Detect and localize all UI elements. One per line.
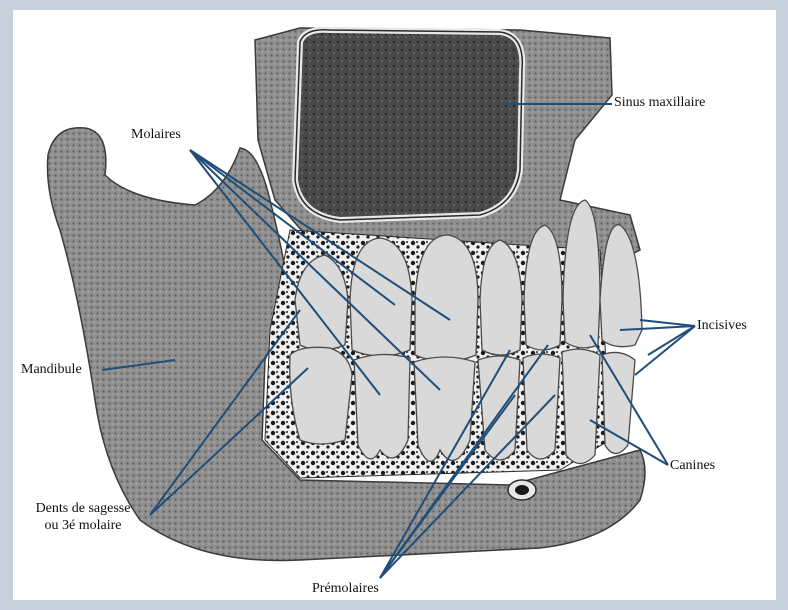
label-molaires: Molaires (131, 126, 181, 143)
label-incisives: Incisives (697, 317, 747, 334)
upper-molar-1 (415, 235, 478, 362)
label-sagesse-line1: Dents de sagesse (23, 500, 143, 517)
label-sagesse-line2: ou 3é molaire (23, 517, 143, 534)
lower-premolar-1 (523, 354, 560, 459)
label-dents-de-sagesse: Dents de sagesse ou 3é molaire (23, 500, 143, 534)
leader-incisives-c (648, 326, 695, 355)
leader-incisives-b (640, 320, 695, 326)
lower-premolar-2 (478, 356, 520, 460)
maxillary-sinus (295, 30, 522, 220)
label-premolaires: Prémolaires (312, 580, 379, 597)
label-canines: Canines (670, 457, 715, 474)
label-sinus-maxillaire: Sinus maxillaire (614, 94, 705, 111)
leader-incisives-d (635, 326, 695, 375)
mental-foramen (508, 480, 536, 500)
lower-canine (562, 349, 600, 463)
lower-molar-2 (354, 354, 410, 458)
label-mandibule: Mandibule (21, 361, 82, 378)
lower-molar-3 (290, 347, 352, 444)
upper-molar-2 (350, 238, 412, 356)
